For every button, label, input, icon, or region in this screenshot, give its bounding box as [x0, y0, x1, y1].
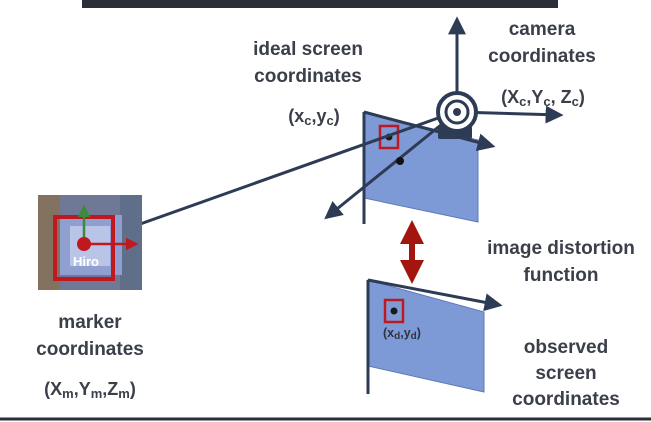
ray-plane-intersection	[396, 157, 404, 165]
marker-coord-label: (Xm,Ym,Zm)	[44, 379, 136, 401]
ideal-point-box	[378, 124, 400, 150]
distortion-line1: image distortion	[487, 238, 635, 259]
ideal-screen-plane	[362, 110, 496, 224]
observed-line1: observed	[523, 337, 609, 358]
observed-screen-plane	[366, 278, 503, 394]
header-bar	[82, 0, 558, 8]
camera-coord-label: (Xc,Yc, Zc)	[501, 87, 585, 109]
ideal-screen-line1: ideal screen	[253, 39, 363, 60]
observed-point-box	[383, 298, 405, 324]
marker-line2: coordinates	[36, 339, 144, 360]
observed-label: observed screen coordinates	[494, 335, 638, 413]
ideal-screen-line2: coordinates	[254, 66, 362, 87]
observed-line2: screen	[535, 363, 597, 384]
ideal-screen-label: ideal screen coordinates	[238, 36, 378, 90]
distortion-label: image distortion function	[476, 235, 646, 289]
marker-text: Hiro	[73, 254, 99, 269]
camera-line1: camera	[508, 19, 576, 40]
camera-label: camera coordinates	[476, 16, 608, 70]
distortion-line2: function	[523, 265, 599, 286]
camera-icon	[436, 91, 478, 139]
observed-line3: coordinates	[512, 389, 620, 410]
observed-point	[390, 307, 398, 315]
observed-coord-label: (xd,yd)	[383, 326, 421, 342]
camera-line2: coordinates	[488, 46, 596, 67]
marker-label: marker coordinates	[20, 309, 160, 363]
projection-ray	[83, 110, 456, 246]
ideal-coord-label: (xc,yc)	[288, 106, 340, 128]
marker-line1: marker	[58, 312, 122, 333]
marker-image: Hiro	[38, 195, 142, 290]
